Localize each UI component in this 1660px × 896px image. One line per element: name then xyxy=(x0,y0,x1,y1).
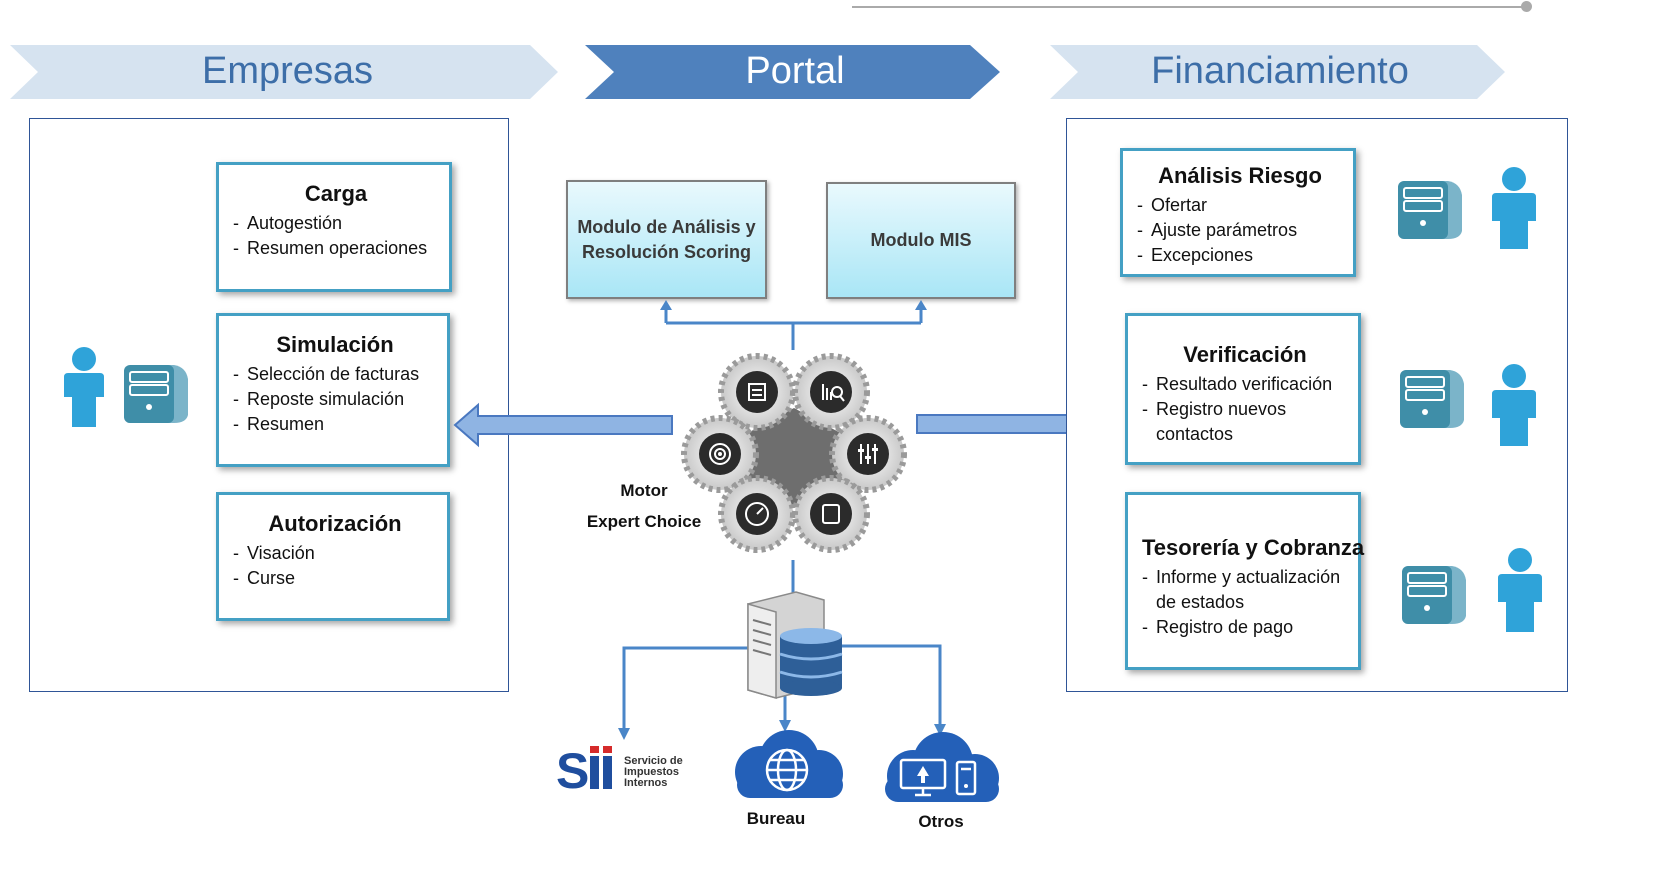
monitor-upload-icon xyxy=(899,758,947,797)
user-icon xyxy=(1492,167,1536,249)
sii-text-2: Impuestos xyxy=(624,766,680,778)
card-item: Resumen xyxy=(233,412,437,437)
tower-icon xyxy=(955,760,977,796)
card-item: Ajuste parámetros xyxy=(1137,218,1343,243)
top-divider-line xyxy=(852,6,1527,8)
header-empresas: Empresas xyxy=(201,50,374,92)
card-title: Autorización xyxy=(268,511,402,536)
card-title: Simulación xyxy=(276,332,394,357)
card-item: Visación xyxy=(233,541,437,566)
server-icon xyxy=(124,365,188,423)
card-item: Curse xyxy=(233,566,437,591)
card-item: Resultado verificación xyxy=(1142,372,1348,397)
user-icon xyxy=(64,347,104,427)
card-item: Registro nuevos contactos xyxy=(1142,397,1348,447)
card-tesoreria-cobranza: Tesorería y Cobranza Informe y actualiza… xyxy=(1125,492,1365,670)
arrow-left xyxy=(453,402,673,448)
card-analisis-riesgo: Análisis Riesgo Ofertar Ajuste parámetro… xyxy=(1120,148,1356,277)
bureau-cloud-icon xyxy=(735,730,843,798)
card-title: Carga xyxy=(304,181,368,206)
user-icon xyxy=(1498,548,1542,632)
database-server-icon xyxy=(747,591,843,699)
financiamiento-icons-row-1 xyxy=(1398,167,1536,249)
financiamiento-icons-row-2 xyxy=(1400,364,1536,446)
otros-label: Otros xyxy=(918,812,964,831)
financiamiento-icons-row-3 xyxy=(1402,548,1542,632)
header-portal: Portal xyxy=(745,50,845,92)
card-title: Análisis Riesgo xyxy=(1158,163,1322,188)
svg-text:S: S xyxy=(556,744,589,794)
rating-icon xyxy=(810,493,852,535)
module-mis: Modulo MIS xyxy=(826,182,1016,299)
top-divider-dot xyxy=(1521,1,1532,12)
card-item: Registro de pago xyxy=(1142,615,1348,640)
chevron-portal xyxy=(585,45,1000,99)
card-item: Selección de facturas xyxy=(233,362,437,387)
checklist-icon xyxy=(736,371,778,413)
sii-logo: S Servicio de Impuestos Internos xyxy=(556,744,696,794)
card-autorizacion: Autorización Visación Curse xyxy=(216,492,450,621)
card-title: Tesorería y Cobranza xyxy=(1142,535,1365,560)
sii-text-3: Internos xyxy=(624,777,668,789)
server-icon xyxy=(1398,181,1462,239)
gear-engine xyxy=(681,353,907,553)
card-item: Autogestión xyxy=(233,211,439,236)
card-item: Excepciones xyxy=(1137,243,1343,268)
globe-icon xyxy=(765,748,809,792)
database-cylinder xyxy=(779,628,843,696)
card-simulacion: Simulación Selección de facturas Reposte… xyxy=(216,313,450,467)
sii-logo-mark: S xyxy=(556,744,612,794)
card-verificacion: Verificación Resultado verificación Regi… xyxy=(1125,313,1361,465)
chevron-financiamiento xyxy=(1050,45,1505,99)
header-financiamiento: Financiamiento xyxy=(1151,50,1409,92)
card-carga: Carga Autogestión Resumen operaciones xyxy=(216,162,452,292)
engine-label-expert-choice: Expert Choice xyxy=(586,512,702,531)
card-item: Informe y actualización de estados xyxy=(1142,565,1348,615)
server-icon xyxy=(1402,566,1466,624)
sii-text-1: Servicio de xyxy=(624,755,683,767)
empresas-icons xyxy=(64,347,188,427)
server-icon xyxy=(1400,370,1464,428)
chevron-empresas xyxy=(10,45,558,99)
otros-cloud-icon xyxy=(885,732,999,802)
card-item: Ofertar xyxy=(1137,193,1343,218)
engine-label-motor: Motor xyxy=(620,481,668,500)
module-scoring: Modulo de Análisis y Resolución Scoring xyxy=(566,180,767,299)
card-item: Resumen operaciones xyxy=(233,236,439,261)
bureau-label: Bureau xyxy=(746,809,806,828)
header-chevrons xyxy=(10,45,1505,99)
card-title: Verificación xyxy=(1183,342,1307,367)
card-item: Reposte simulación xyxy=(233,387,437,412)
user-icon xyxy=(1492,364,1536,446)
